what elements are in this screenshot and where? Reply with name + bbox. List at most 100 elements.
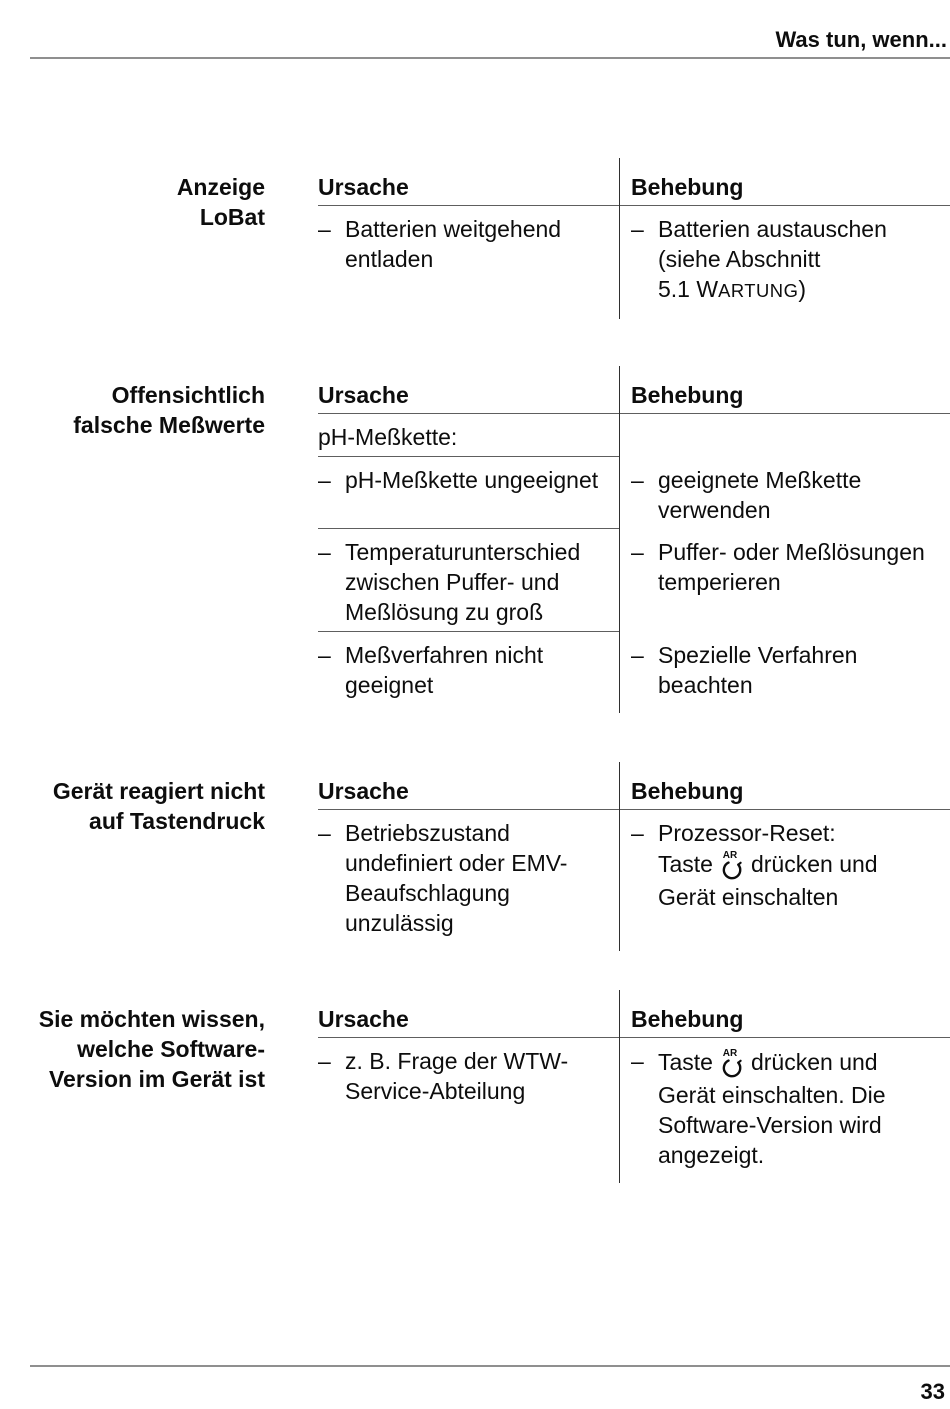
section-label-line: welche Software- <box>77 1036 265 1062</box>
behebung-cell-empty <box>619 414 950 457</box>
behebung-line: verwenden <box>658 497 771 523</box>
ursache-line: pH-Meßkette: <box>318 424 458 450</box>
dash-marker: – <box>318 216 331 242</box>
dash-marker: – <box>631 539 644 565</box>
table-row: – Batterien weitgehend entladen – Batter… <box>318 206 950 310</box>
ursache-line: zwischen Puffer- und <box>345 569 560 595</box>
ar-key-icon: AR <box>722 1048 742 1078</box>
dash-marker: – <box>631 1048 644 1074</box>
table-row: – Betriebszustand undefiniert oder EMV- … <box>318 810 950 942</box>
behebung-line: temperieren <box>658 569 781 595</box>
ursache-line: Betriebszustand <box>345 820 510 846</box>
ar-key-icon: AR <box>722 850 742 880</box>
column-header-behebung: Behebung <box>631 382 744 408</box>
table-row: – z. B. Frage der WTW- Service-Abteilung… <box>318 1038 950 1174</box>
ursache-cell: – pH-Meßkette ungeeignet <box>318 457 619 529</box>
table-header-row: Ursache Behebung <box>318 380 950 414</box>
behebung-line: Spezielle Verfahren <box>658 642 858 668</box>
table-header-row: Ursache Behebung <box>318 172 950 206</box>
trouble-table: Ursache Behebung – Batterien weitgehend … <box>318 158 950 319</box>
column-header-ursache: Ursache <box>318 778 409 804</box>
ursache-line: Batterien weitgehend <box>345 216 562 242</box>
section-keine-reaktion: Gerät reagiert nicht auf Tastendruck Urs… <box>0 762 950 951</box>
table-header-row: Ursache Behebung <box>318 1004 950 1038</box>
column-divider <box>619 762 620 951</box>
section-label-line: Anzeige <box>176 174 265 200</box>
behebung-line: geeignete Meßkette <box>658 467 862 493</box>
behebung-line: Gerät einschalten <box>658 884 839 910</box>
behebung-cell: – Puffer- oder Meßlösungen temperieren <box>619 529 950 632</box>
section-label: Offensichtlich falsche Meßwerte <box>0 366 265 440</box>
trouble-table: Ursache Behebung – Betriebszustand undef… <box>318 762 950 951</box>
ursache-cell: – Temperaturunterschied zwischen Puffer-… <box>318 529 619 632</box>
behebung-line: Prozessor-Reset: <box>658 820 836 846</box>
ursache-line: Meßlösung zu groß <box>345 599 544 625</box>
ursache-line: undefiniert oder EMV- <box>345 850 568 876</box>
table-row: – Meßverfahren nicht geeignet – Speziell… <box>318 632 950 704</box>
behebung-line: beachten <box>658 672 753 698</box>
behebung-line: angezeigt. <box>658 1142 765 1168</box>
smallcaps-wartung: ARTUNG <box>718 280 799 301</box>
behebung-cell: – Batterien austauschen (siehe Abschnitt… <box>619 206 950 310</box>
section-label: Sie möchten wissen, welche Software- Ver… <box>0 990 265 1094</box>
table-row: – pH-Meßkette ungeeignet – geeignete Meß… <box>318 457 950 529</box>
ursache-line: Meßverfahren nicht <box>345 642 544 668</box>
section-label-line: auf Tastendruck <box>89 808 265 834</box>
column-header-ursache: Ursache <box>318 174 409 200</box>
table-row: – Temperaturunterschied zwischen Puffer-… <box>318 529 950 632</box>
svg-text:AR: AR <box>723 850 738 861</box>
ursache-cell: – Meßverfahren nicht geeignet <box>318 632 619 704</box>
column-header-ursache: Ursache <box>318 1006 409 1032</box>
dash-marker: – <box>631 642 644 668</box>
page-header-title: Was tun, wenn... <box>775 27 947 52</box>
ursache-line: z. B. Frage der WTW- <box>345 1048 569 1074</box>
behebung-line: Software-Version wird <box>658 1112 882 1138</box>
ursache-line: Service-Abteilung <box>345 1078 526 1104</box>
trouble-table: Ursache Behebung pH-Meßkette: – pH-Meßke… <box>318 366 950 713</box>
table-row: pH-Meßkette: <box>318 414 950 457</box>
ursache-cell: – Batterien weitgehend entladen <box>318 206 619 310</box>
dash-marker: – <box>631 216 644 242</box>
dash-marker: – <box>318 467 331 493</box>
svg-text:AR: AR <box>723 1048 738 1059</box>
section-label-line: falsche Meßwerte <box>73 412 265 438</box>
behebung-line-wartung: 5.1 WARTUNG) <box>658 276 807 302</box>
dash-marker: – <box>631 467 644 493</box>
table-header-row: Ursache Behebung <box>318 776 950 810</box>
dash-marker: – <box>631 820 644 846</box>
ursache-cell: – Betriebszustand undefiniert oder EMV- … <box>318 810 619 942</box>
header-rule <box>30 57 950 59</box>
column-divider <box>619 366 620 713</box>
dash-marker: – <box>318 820 331 846</box>
behebung-line: Gerät einschalten. Die <box>658 1082 886 1108</box>
column-header-behebung: Behebung <box>631 1006 744 1032</box>
section-label-line: Gerät reagiert nicht <box>52 778 265 804</box>
column-header-ursache: Ursache <box>318 382 409 408</box>
section-label: Gerät reagiert nicht auf Tastendruck <box>0 762 265 836</box>
ursache-line: pH-Meßkette ungeeignet <box>345 467 599 493</box>
section-label-line: Sie möchten wissen, <box>38 1006 265 1032</box>
ursache-line: unzulässig <box>345 910 454 936</box>
ursache-line: Temperaturunterschied <box>345 539 581 565</box>
footer-rule <box>30 1365 950 1367</box>
behebung-line: Puffer- oder Meßlösungen <box>658 539 925 565</box>
ursache-line: entladen <box>345 246 434 272</box>
ursache-line: Beaufschlagung <box>345 880 510 906</box>
column-divider <box>619 990 620 1183</box>
section-software-version: Sie möchten wissen, welche Software- Ver… <box>0 990 950 1183</box>
dash-marker: – <box>318 539 331 565</box>
column-header-behebung: Behebung <box>631 174 744 200</box>
section-label-line: Offensichtlich <box>111 382 265 408</box>
dash-marker: – <box>318 642 331 668</box>
ursache-line: geeignet <box>345 672 434 698</box>
ursache-cell: – z. B. Frage der WTW- Service-Abteilung <box>318 1038 619 1174</box>
section-falsche-messwerte: Offensichtlich falsche Meßwerte Ursache … <box>0 366 950 713</box>
section-anzeige-lobat: Anzeige LoBat Ursache Behebung – Batteri… <box>0 158 950 319</box>
behebung-line: Batterien austauschen <box>658 216 887 242</box>
section-label-line: Version im Gerät ist <box>48 1066 265 1092</box>
